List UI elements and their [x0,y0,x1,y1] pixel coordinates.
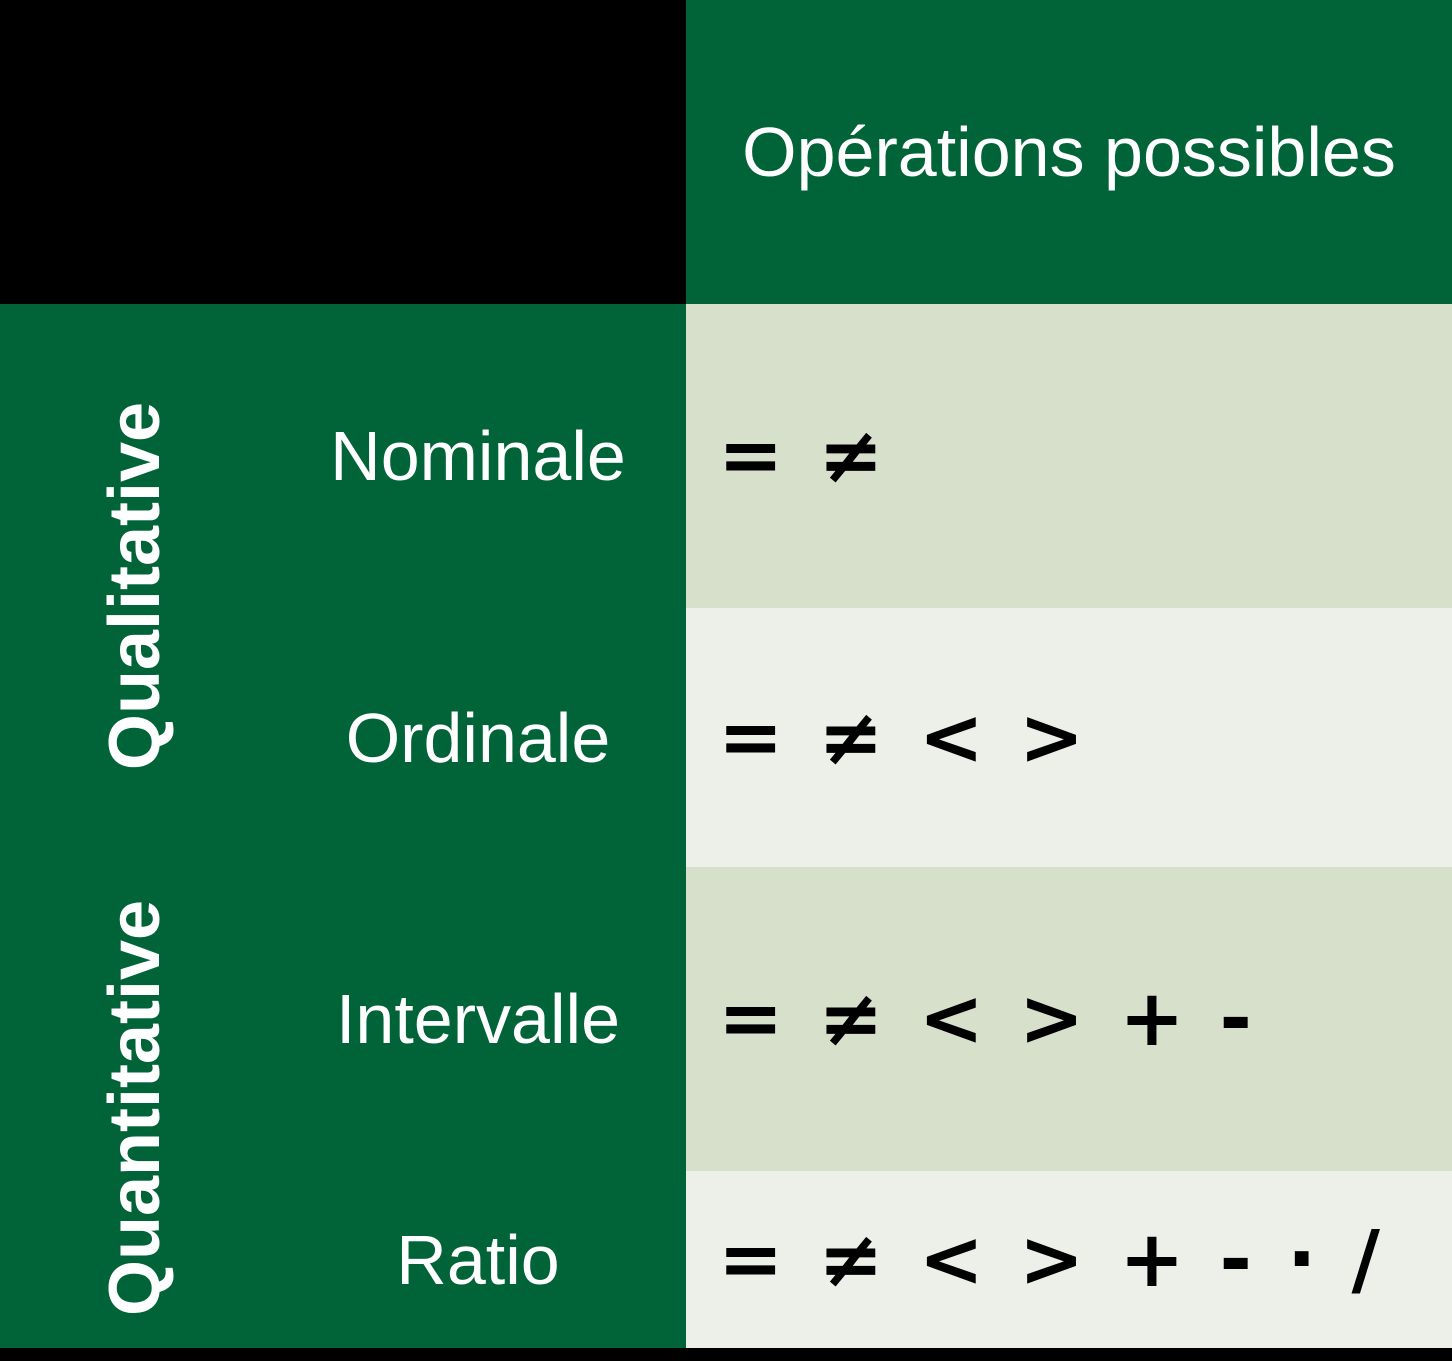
category-quantitative-label: Quantitative [95,899,176,1316]
scale-label-nominale: Nominale [330,417,626,495]
category-qualitative: Qualitative [0,304,270,867]
corner-cell [0,0,686,304]
operations-cell-intervalle: = ≠ < > + - [686,867,1452,1171]
scale-label-intervalle: Intervalle [335,980,621,1058]
operations-nominale: = ≠ [718,411,888,501]
category-quantitative: Quantitative [0,867,270,1348]
operations-ratio: = ≠ < > + - · / [718,1214,1384,1305]
operations-cell-ordinale: = ≠ < > [686,608,1452,867]
operations-intervalle: = ≠ < > + - [718,974,1256,1064]
category-qualitative-label: Qualitative [95,401,175,770]
operations-cell-nominale: = ≠ [686,304,1452,608]
operations-ordinale: = ≠ < > [718,692,1089,783]
operations-header-label: Opérations possibles [742,113,1396,191]
operations-cell-ratio: = ≠ < > + - · / [686,1171,1452,1348]
scales-column: Qualitative Quantitative Nominale Ordina… [0,304,686,1348]
bottom-border [0,1348,1452,1361]
scale-label-ordinale: Ordinale [345,698,611,777]
operations-header-cell: Opérations possibles [686,0,1452,304]
scale-label-ratio: Ratio [396,1220,560,1299]
